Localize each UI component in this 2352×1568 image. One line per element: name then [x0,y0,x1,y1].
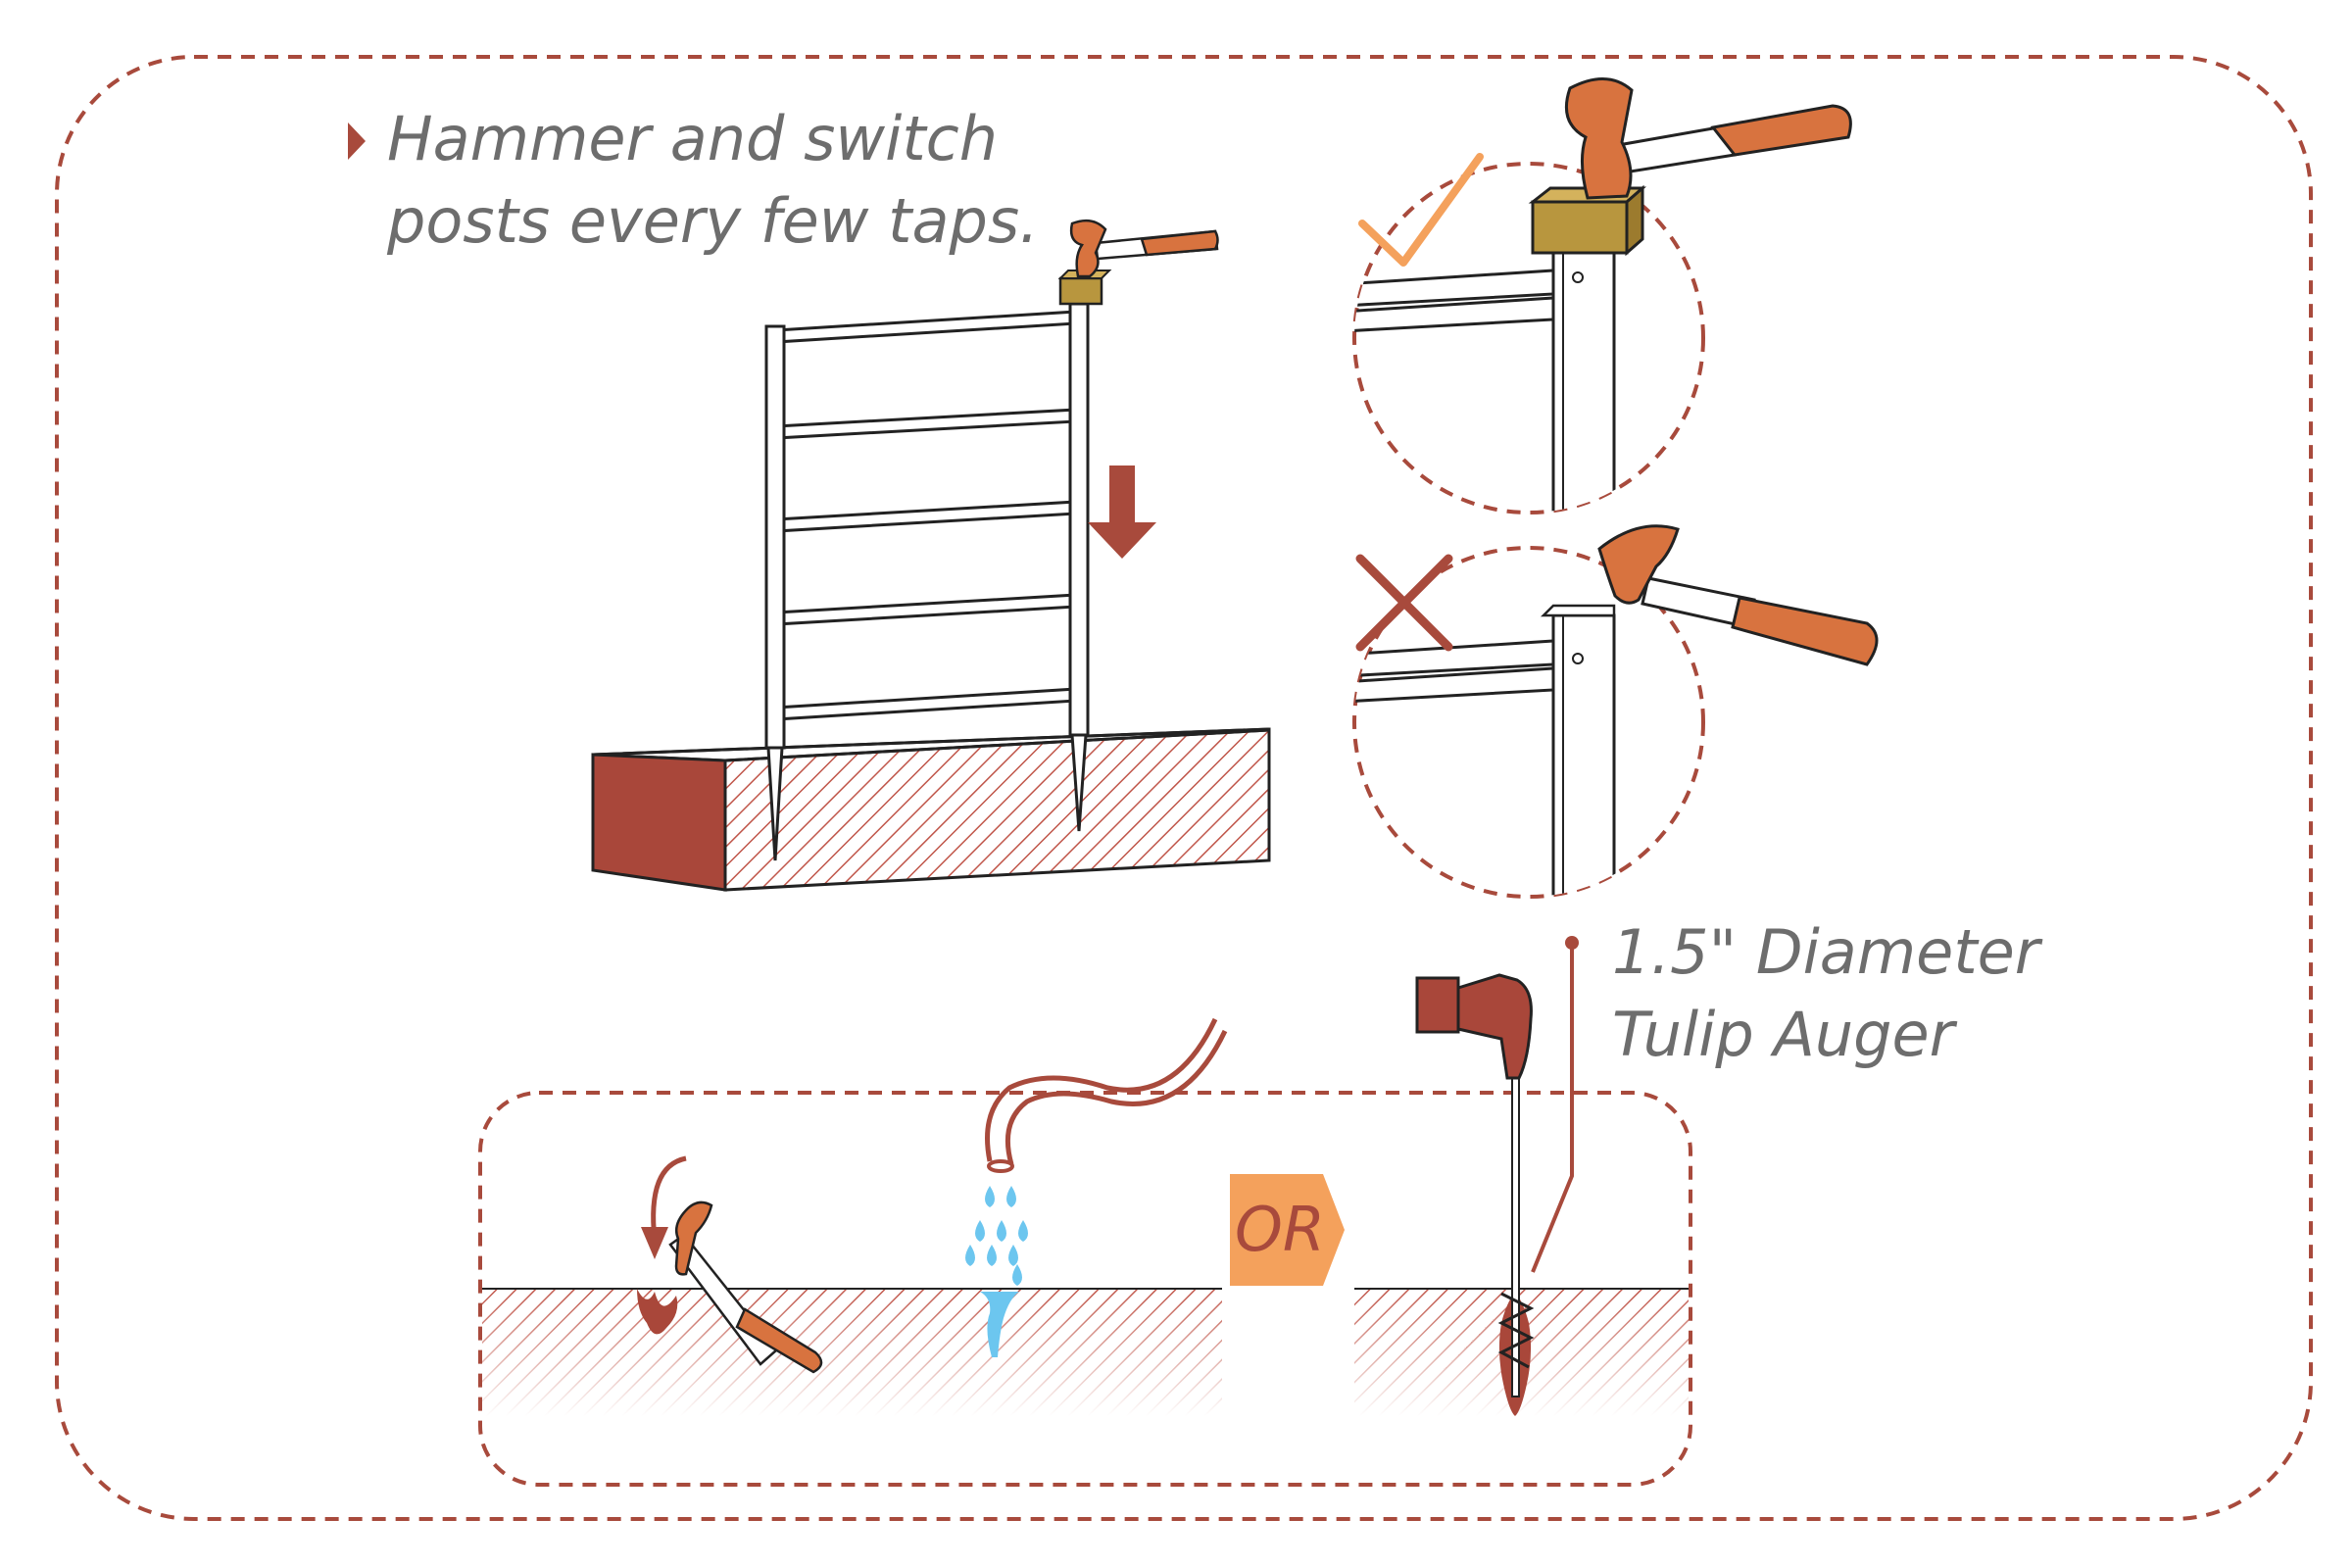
checkmark-icon [1358,153,1484,267]
auger-caption: 1.5" Diameter Tulip Auger [1612,911,2039,1076]
auger-pointer-line [1531,936,1579,1273]
small-hammer-icon [1069,219,1219,278]
instruction-line-2: posts every few taps. [387,185,1039,257]
or-tag: OR [1230,1174,1345,1286]
bottom-dashed-panel [478,1091,1692,1487]
large-hammer-icon [1565,77,1852,200]
down-arrow-icon [1088,466,1156,559]
instruction-caption: Hammer and switch posts every few taps. [387,98,1039,263]
water-drops-icon [965,1186,1028,1357]
instruction-line-1: Hammer and switch [387,103,999,174]
wood-block-icon [1057,270,1112,306]
bullet-triangle-icon [348,122,366,160]
outer-dashed-frame [55,55,2313,1521]
drill-auger-icon [1415,973,1535,1416]
correct-method-detail [1352,162,1705,514]
cross-icon [1355,554,1453,652]
raised-bed-illustration [591,727,1271,892]
or-label: OR [1235,1194,1325,1265]
water-hose-icon [985,1017,1228,1173]
auger-line-2: Tulip Auger [1612,999,1955,1070]
hammer-claw-icon [637,1155,823,1374]
angled-hammer-icon [1597,524,1879,666]
soil-strip-left [482,1288,1222,1416]
auger-line-1: 1.5" Diameter [1612,916,2040,988]
